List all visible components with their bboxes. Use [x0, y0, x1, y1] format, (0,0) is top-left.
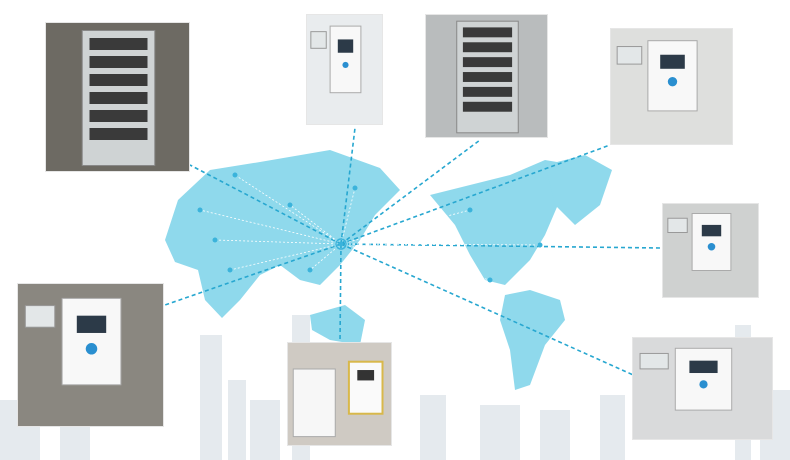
photo-inverter-bottom-right — [632, 337, 773, 440]
battery-module-icon — [462, 101, 513, 112]
connector-line — [339, 243, 342, 343]
route-line — [340, 243, 541, 246]
location-dot — [487, 277, 493, 283]
continent-shape — [165, 150, 400, 318]
connector-line — [340, 127, 356, 245]
location-dot — [232, 172, 238, 178]
battery-module-icon — [462, 86, 513, 97]
continent-shape — [545, 155, 612, 225]
inverter-display-icon — [337, 39, 354, 53]
connector-line — [340, 144, 611, 245]
brand-logo-icon — [342, 61, 349, 69]
connector-line — [340, 139, 481, 245]
connector-line — [340, 243, 641, 379]
inverter-display-icon — [689, 360, 718, 374]
inverter-icon — [61, 297, 122, 386]
battery-module-icon — [89, 128, 148, 140]
connector-line — [189, 164, 342, 245]
continent-shape — [500, 290, 565, 390]
inverter-icon — [674, 347, 733, 411]
breaker-box-icon — [667, 217, 688, 233]
inverter-icon — [329, 25, 362, 94]
skyline-building — [600, 395, 625, 460]
skyline-building — [250, 400, 280, 460]
battery-module-icon — [462, 42, 513, 53]
skyline-building — [420, 395, 446, 460]
location-dot — [307, 267, 313, 273]
route-line — [340, 243, 491, 281]
battery-module-icon — [462, 57, 513, 68]
route-line — [199, 209, 342, 245]
photo-inverter-left — [17, 283, 164, 427]
location-dot — [537, 242, 543, 248]
photo-inverter-top-right — [610, 28, 733, 145]
brand-logo-icon — [667, 76, 678, 87]
route-line — [289, 204, 342, 245]
route-line — [234, 174, 342, 245]
location-dot — [212, 237, 218, 243]
battery-module-icon — [462, 72, 513, 82]
connector-line — [164, 243, 342, 306]
breaker-box-icon — [24, 305, 56, 328]
location-dot — [197, 207, 203, 213]
continent-shape — [310, 305, 365, 345]
battery-module-icon — [89, 74, 148, 86]
inverter-display-icon — [701, 224, 722, 237]
photo-battery-rack-indoor — [425, 14, 548, 138]
inverter-display-icon — [660, 54, 685, 69]
battery-module-icon — [462, 27, 513, 38]
brand-logo-icon — [699, 380, 708, 389]
skyline-building — [228, 380, 246, 460]
location-dot — [352, 185, 358, 191]
skyline-building — [200, 335, 222, 460]
inverter-icon — [691, 213, 732, 271]
battery-module-icon — [89, 38, 148, 50]
hub-dot — [338, 241, 344, 247]
inverter-display-icon — [76, 315, 107, 333]
skyline-building — [480, 405, 520, 460]
photo-battery-inverter-bottom — [287, 342, 392, 446]
location-dot — [287, 202, 293, 208]
photo-battery-rack-outdoor — [45, 22, 190, 172]
world-map — [165, 150, 612, 390]
breaker-box-icon — [616, 46, 643, 65]
continent-shape — [430, 160, 575, 285]
brand-logo-icon — [85, 343, 98, 355]
hub-ring — [335, 238, 347, 250]
photo-inverter-right — [662, 203, 759, 298]
battery-module-icon — [89, 110, 148, 122]
inverter-icon — [347, 360, 384, 415]
location-dot — [467, 207, 473, 213]
inverter-icon — [647, 40, 698, 112]
skyline-building — [540, 410, 570, 460]
brand-logo-icon — [707, 242, 716, 251]
breaker-box-icon — [639, 352, 669, 370]
photo-wall-inverter-top — [306, 14, 383, 125]
route-line — [340, 187, 356, 245]
battery-icon — [292, 368, 336, 438]
route-line — [309, 243, 342, 271]
route-line — [214, 239, 342, 245]
inverter-display-icon — [357, 370, 375, 381]
location-dot — [227, 267, 233, 273]
route-line — [229, 243, 342, 271]
breaker-box-icon — [310, 31, 327, 49]
battery-module-icon — [89, 92, 148, 104]
battery-module-icon — [89, 56, 148, 68]
connector-lines — [164, 127, 661, 379]
